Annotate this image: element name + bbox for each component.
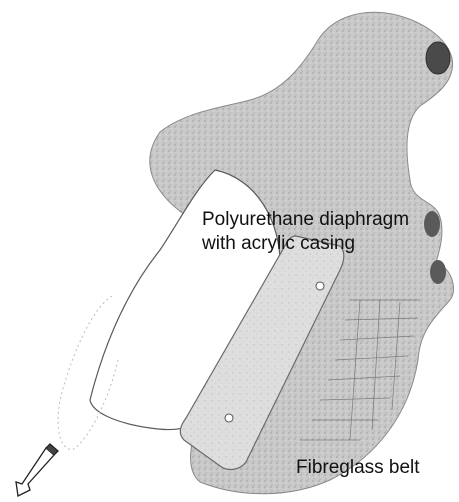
diaphragm-label: Polyurethane diaphragm with acrylic casi… [202,208,409,256]
hollow-arrow-icon [16,444,58,496]
middle-port [424,211,440,237]
plate-screw-upper [316,282,324,290]
diaphragm-label-line1: Polyurethane diaphragm [202,208,409,232]
lower-port [430,260,446,284]
upper-port [426,42,450,74]
belt-label: Fibreglass belt [296,456,420,480]
diaphragm-label-line2: with acrylic casing [202,232,409,256]
plate-screw-lower [225,414,233,422]
